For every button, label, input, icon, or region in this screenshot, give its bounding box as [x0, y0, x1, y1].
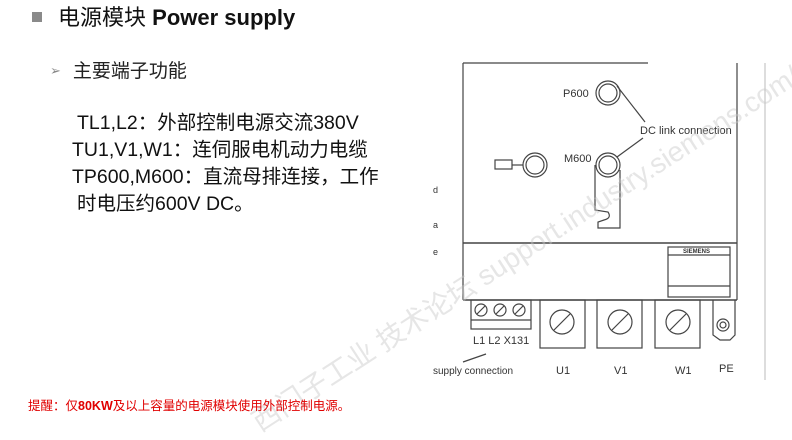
w1-label: W1	[675, 365, 692, 377]
side-letter: a	[433, 220, 438, 230]
note-prefix: 提醒：仅	[28, 399, 79, 413]
siemens-logo: SIEMENS	[683, 249, 710, 255]
body-line: 时电压约600V DC。	[77, 193, 254, 215]
side-letter: e	[433, 247, 438, 257]
p600-label: P600	[563, 88, 589, 100]
side-letter: d	[433, 185, 438, 195]
subtitle: ➢ 主要端子功能	[50, 56, 187, 83]
note: 提醒：仅80KW及以上容量的电源模块使用外部控制电源。	[28, 395, 350, 414]
note-suffix: 及以上容量的电源模块使用外部控制电源。	[112, 399, 351, 413]
dc-link-label: DC link connection	[640, 125, 732, 137]
slide-title: 电源模块 Power supply	[32, 0, 295, 32]
body-line: TP600,M600：直流母排连接，工作	[72, 166, 379, 188]
arrow-bullet-icon: ➢	[50, 64, 61, 79]
body-line: TU1,V1,W1：连伺服电机动力电缆	[72, 139, 368, 161]
m600-label: M600	[564, 153, 592, 165]
power-module-diagram: P600 M600 DC link connection SIEMENS L1 …	[433, 62, 766, 380]
u1-label: U1	[556, 365, 570, 377]
title-en: Power supply	[152, 5, 296, 30]
subtitle-text: 主要端子功能	[72, 60, 187, 82]
pe-label: PE	[719, 363, 734, 375]
title-cn: 电源模块	[58, 5, 147, 30]
terminal-label-small: L1 L2 X131	[473, 335, 529, 347]
supply-connection-label: supply connection	[433, 366, 513, 377]
note-bold: 80KW	[78, 399, 113, 413]
v1-label: V1	[614, 365, 627, 377]
body-line: TL1,L2：外部控制电源交流380V	[77, 112, 359, 134]
bullet-square-icon	[32, 12, 42, 22]
